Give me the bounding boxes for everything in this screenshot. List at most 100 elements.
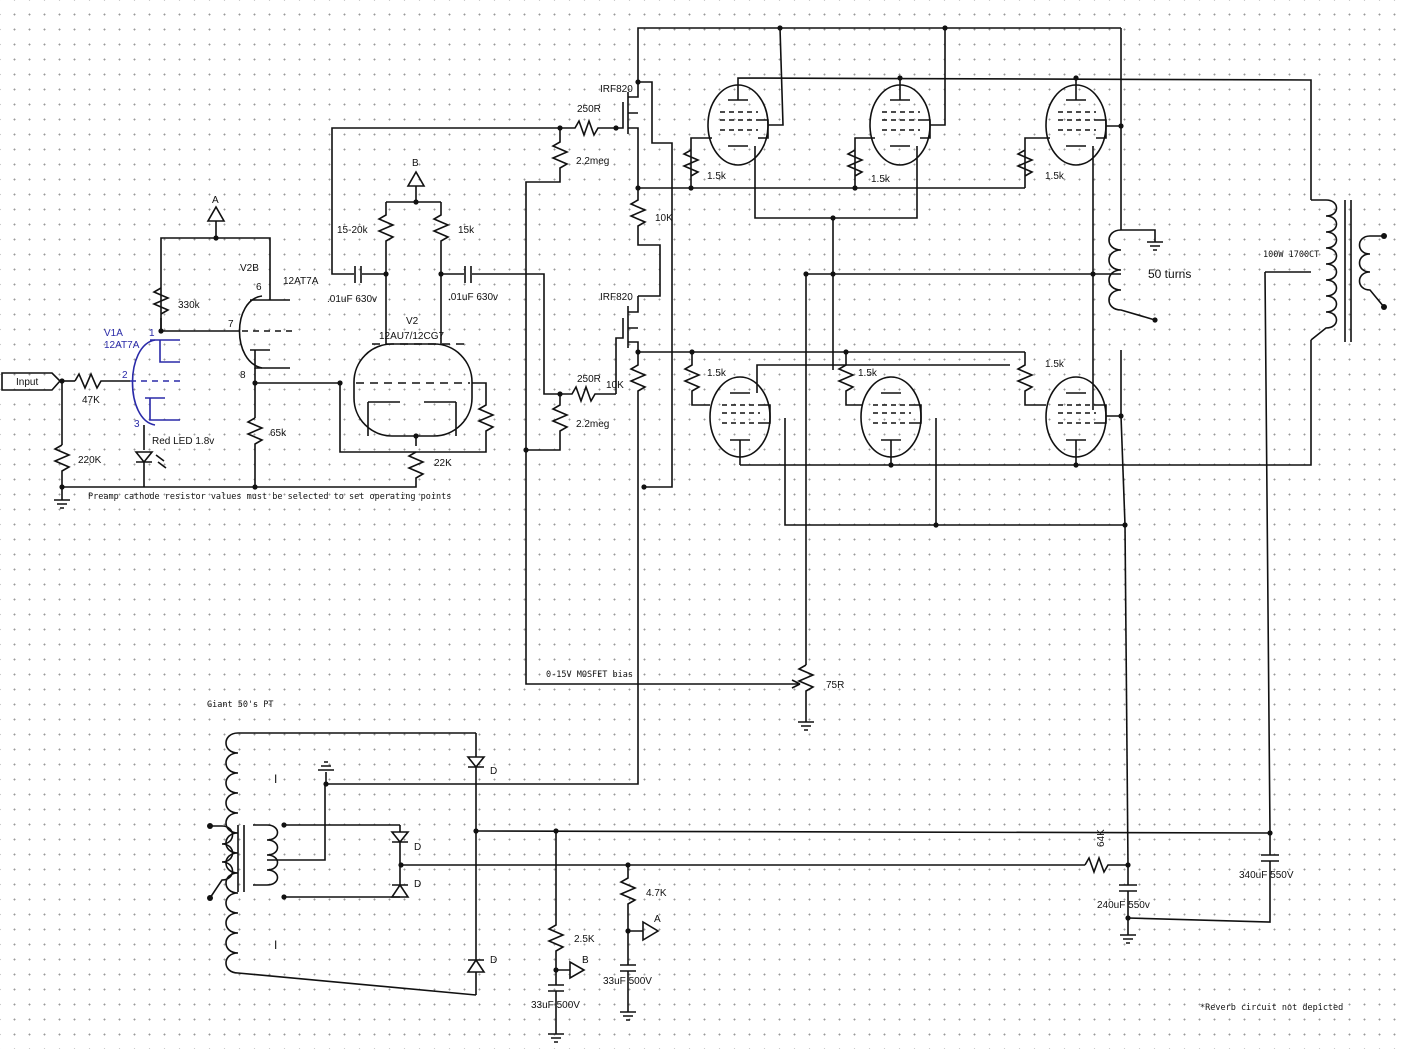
resistor-10k-bottom: 10K <box>326 352 648 785</box>
svg-text:V2B: V2B <box>240 263 259 274</box>
resistor-2-5k: 2.5K <box>546 831 595 985</box>
svg-text:75R: 75R <box>826 680 844 691</box>
output-transformer: 100W 1700CT <box>1263 199 1385 834</box>
rail-a-out-arrow-icon: A <box>628 914 661 942</box>
svg-text:12AT7A: 12AT7A <box>283 276 319 287</box>
svg-text:250R: 250R <box>577 374 601 385</box>
svg-text:1.5k: 1.5k <box>858 368 878 379</box>
svg-text:D: D <box>490 955 497 966</box>
svg-text:10K: 10K <box>606 380 624 391</box>
svg-text:64K: 64K <box>1096 829 1107 847</box>
capacitor-right: .01uF 630v <box>441 266 560 395</box>
power-transformer: I I <box>209 732 477 996</box>
pt-title: Giant 50's PT <box>207 700 274 710</box>
choke-inductor: 50 turns <box>1108 229 1191 321</box>
svg-text:1: 1 <box>149 328 155 339</box>
svg-text:D: D <box>414 842 421 853</box>
ground-icon <box>54 499 70 509</box>
svg-text:4.7K: 4.7K <box>646 888 667 899</box>
svg-text:.01uF 630v: .01uF 630v <box>327 294 377 305</box>
svg-text:V1A: V1A <box>104 328 123 339</box>
svg-text:.01uF 630v: .01uF 630v <box>448 292 498 303</box>
resistor-64k: 64K <box>1084 829 1128 875</box>
svg-text:V2: V2 <box>406 316 419 327</box>
tube-v1a: V1A 12AT7A 1 2 3 <box>104 328 182 430</box>
svg-text:1.5k: 1.5k <box>1045 171 1065 182</box>
svg-text:2.2meg: 2.2meg <box>576 156 609 167</box>
svg-text:240uF 550v: 240uF 550v <box>1097 900 1150 911</box>
capacitor-33uf-a: 33uF 500V <box>603 964 652 1021</box>
capacitor-left: .01uF 630v <box>327 127 560 305</box>
resistor-10k-top: 10K <box>628 188 673 297</box>
mosfet-bottom: IRF820 <box>600 292 639 394</box>
svg-text:1.5k: 1.5k <box>707 171 727 182</box>
grid-resistor-1: 1.5k <box>681 137 727 188</box>
svg-text:10K: 10K <box>655 213 673 224</box>
svg-text:Red LED 1.8v: Red LED 1.8v <box>152 436 214 447</box>
svg-text:7: 7 <box>228 319 234 330</box>
power-tube-bottom-3 <box>1045 376 1107 465</box>
svg-text:22K: 22K <box>434 458 452 469</box>
svg-text:D: D <box>490 766 497 777</box>
power-tube-bottom-2 <box>860 376 922 465</box>
diode-3: D <box>390 879 421 898</box>
svg-text:220K: 220K <box>78 455 102 466</box>
svg-text:2.5K: 2.5K <box>574 934 595 945</box>
input-label: Input <box>16 377 38 388</box>
svg-text:1.5k: 1.5k <box>871 174 891 185</box>
svg-text:IRF820: IRF820 <box>600 292 633 303</box>
svg-text:I: I <box>274 772 277 786</box>
svg-text:3: 3 <box>134 419 140 430</box>
resistor-47k: 47K <box>74 371 130 406</box>
grid-resistor-5: 1.5k <box>836 352 878 406</box>
svg-text:250R: 250R <box>577 104 601 115</box>
resistor-15k: 15k <box>431 202 475 274</box>
bias-label: 0-15V MOSFET bias <box>546 670 633 680</box>
svg-text:65k: 65k <box>270 428 287 439</box>
svg-text:47K: 47K <box>82 395 100 406</box>
svg-text:15-20k: 15-20k <box>337 225 369 236</box>
svg-text:B: B <box>412 158 419 169</box>
diode-2: D <box>390 825 421 885</box>
resistor-22k: 22K <box>406 451 452 488</box>
grid-resistor-4: 1.5k <box>682 352 727 406</box>
grid-resistor-2: 1.5k <box>845 137 891 188</box>
svg-text:6: 6 <box>256 282 262 293</box>
resistor-330k: 330k <box>151 287 201 315</box>
bias-pot-75r: 75R <box>791 664 844 731</box>
led-icon: Red LED 1.8v <box>134 425 214 487</box>
capacitor-240uf: 240uF 550v <box>1097 865 1150 944</box>
resistor-65k: 65k <box>245 417 287 487</box>
footnote: *Reverb circuit not depicted <box>1200 1003 1343 1013</box>
capacitor-33uf-b: 33uF 500V <box>531 984 580 1043</box>
power-tube-top-3 <box>1045 78 1107 166</box>
svg-text:100W 1700CT: 100W 1700CT <box>1263 250 1319 260</box>
svg-text:D: D <box>414 879 421 890</box>
svg-text:2: 2 <box>122 370 128 381</box>
resistor-15-20k: 15-20k <box>337 202 396 274</box>
power-tube-top-1 <box>707 84 769 166</box>
svg-text:12AT7A: 12AT7A <box>104 340 140 351</box>
svg-text:A: A <box>212 195 219 206</box>
svg-text:I: I <box>274 938 277 952</box>
svg-text:IRF820: IRF820 <box>600 84 633 95</box>
svg-text:33uF 500V: 33uF 500V <box>531 1000 580 1011</box>
svg-text:330k: 330k <box>178 300 201 311</box>
svg-text:50 turns: 50 turns <box>1148 267 1191 281</box>
resistor-220k: 220K <box>52 444 102 487</box>
resistor-4-7k: 4.7K <box>618 865 667 965</box>
diode-1: D <box>466 733 497 960</box>
svg-text:15k: 15k <box>458 225 475 236</box>
grid-resistor-3: 1.5k <box>1015 137 1065 188</box>
grid-resistor-6: 1.5k <box>1015 352 1065 406</box>
svg-text:1.5k: 1.5k <box>1045 359 1065 370</box>
tube-v2: V2 12AU7/12CG7 <box>353 316 473 437</box>
preamp-note: Preamp cathode resistor values must be s… <box>88 492 451 502</box>
capacitor-340uf: 340uF 550V <box>1127 833 1294 923</box>
svg-text:1.5k: 1.5k <box>707 368 727 379</box>
mosfet-top: IRF820 <box>600 81 673 488</box>
rail-b-out-arrow-icon: B <box>556 955 589 980</box>
rail-b-arrow-icon: B <box>406 158 426 202</box>
svg-text:B: B <box>582 955 589 966</box>
